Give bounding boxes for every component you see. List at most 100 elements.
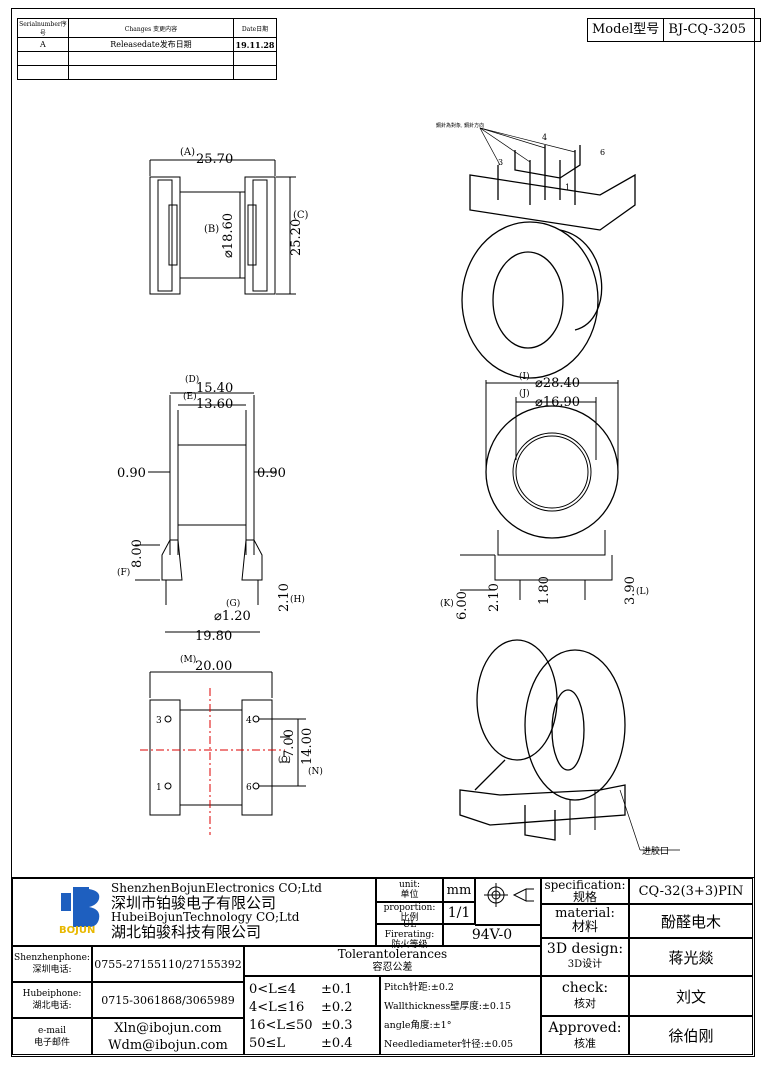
pin-label: 1 (156, 783, 162, 793)
pin-label: 6 (600, 148, 605, 157)
tol-range: 16<L≤50 (249, 1018, 313, 1033)
email-link[interactable]: Xln@ibojun.com (114, 1020, 222, 1036)
dim-value-j: ⌀16.90 (535, 395, 580, 410)
tol-note: Wallthickness壁厚度:±0.15 (384, 1001, 512, 1012)
dim-value-h: 2.10 (277, 583, 292, 612)
dim-value-a: 25.70 (196, 152, 233, 167)
tol-note: Pitch针距:±0.2 (384, 982, 454, 993)
ul-value: 94V-0 (443, 924, 541, 946)
material-value: 酚醛电木 (629, 904, 753, 938)
dim-label-i: (I) (519, 371, 530, 382)
dim-value-o: 7.00 (282, 729, 297, 758)
dim-label-o: (O) (278, 755, 291, 764)
design-label: 3D design:3D设计 (541, 938, 629, 976)
model-value: BJ-CQ-3205 (663, 19, 760, 41)
tol-value: ±0.3 (321, 1018, 353, 1033)
bojun-logo (61, 887, 100, 927)
email-link[interactable]: Wdm@ibojun.com (108, 1037, 228, 1053)
dim-label-f: (F) (117, 567, 130, 578)
title-block: BOJUN ShenzhenBojunElectronics CO;Ltd 深圳… (11, 877, 755, 1057)
contact-label-sz: Shenzhenphone:深圳电话: (12, 946, 92, 982)
gate-note: 进胶口 (642, 845, 669, 857)
dim-label-k: (K) (440, 598, 454, 609)
tol-value: ±0.1 (321, 982, 353, 997)
dim-label-h: (H) (290, 594, 305, 605)
dim-label-l: (L) (636, 586, 649, 597)
side-view (460, 380, 619, 600)
dim-label-j: (J) (519, 388, 530, 399)
dim-label-d: (D) (185, 374, 199, 385)
company-name-cn-hb: 湖北铂骏科技有限公司 (111, 923, 262, 941)
iso-note: 鋼針為對象, 鋼針方向 (436, 122, 484, 129)
proportion-label: proportion:比例 (376, 902, 443, 924)
pin-label: 3 (156, 716, 162, 726)
wall-thickness-right: 0.90 (257, 466, 286, 481)
top-view (149, 159, 296, 295)
rev-cell (233, 65, 277, 80)
ul-label: UL Firerating:防火等级 (376, 920, 443, 950)
check-label: check:核对 (541, 976, 629, 1016)
pin-label: 1 (565, 183, 570, 192)
tol-range: 50≤L (249, 1036, 286, 1051)
tol-range: 0<L≤4 (249, 982, 296, 997)
model-box: Model型号 BJ-CQ-3205 (587, 18, 762, 42)
logo-text: BOJUN (59, 925, 96, 936)
tol-note: angle角度:±1° (384, 1020, 452, 1031)
dim-value-l: 3.90 (623, 576, 638, 605)
check-value: 刘文 (629, 976, 753, 1016)
spec-value: CQ-32(3+3)PIN (629, 878, 753, 904)
iso-bottom-view (459, 639, 680, 851)
dim-value-g: ⌀1.20 (214, 609, 251, 624)
tolerance-notes: Pitch针距:±0.2 Wallthickness壁厚度:±0.15 angl… (380, 976, 541, 1055)
tol-range: 4<L≤16 (249, 1000, 305, 1015)
tolerance-ranges: 0<L≤4 ±0.1 4<L≤16 ±0.2 16<L≤50 ±0.3 50≤L ±0.… (244, 976, 380, 1055)
dim-value-width: 19.80 (195, 629, 232, 644)
third-angle-projection-icon (484, 883, 534, 907)
approved-value: 徐伯刚 (629, 1016, 753, 1055)
company-cell: BOJUN ShenzhenBojunElectronics CO;Ltd 深圳… (12, 878, 376, 946)
dim-value-e: 13.60 (196, 397, 233, 412)
dim-value-k: 6.00 (455, 591, 470, 620)
tol-note: Needlediameter针径:±0.05 (384, 1039, 514, 1050)
wall-thickness-left: 0.90 (117, 466, 146, 481)
dim-label-e: (E) (183, 391, 197, 402)
pin-label: 6 (246, 783, 252, 793)
dim-label-a: (A) (180, 147, 195, 158)
approved-label: Approved:核准 (541, 1016, 629, 1055)
dim-label-m: (M) (180, 654, 196, 665)
dim-value-c: 25.20 (289, 219, 304, 256)
contact-value-sz: 0755-27155110/27155392 (92, 946, 244, 982)
dim-value-m: 20.00 (195, 659, 232, 674)
dim-label-c: (C) (293, 210, 309, 221)
dim-value: 2.10 (487, 583, 502, 612)
pin-label: 3 (498, 158, 503, 167)
dim-value-f: 8.00 (130, 539, 145, 568)
dim-value-n: 14.00 (300, 728, 315, 765)
rev-cell (67, 65, 235, 80)
company-name-en-hb: HubeiBojunTechnology CO;Ltd (111, 910, 300, 924)
projection-symbol (475, 878, 541, 926)
contact-value-hb: 0715-3061868/3065989 (92, 982, 244, 1018)
revision-table: Serialnumber序号 Changes 变更内容 Date日期 A Rel… (17, 18, 277, 80)
tol-value: ±0.2 (321, 1000, 353, 1015)
contact-label-hb: Hubeiphone:湖北电话: (12, 982, 92, 1018)
tol-value: ±0.4 (321, 1036, 353, 1051)
unit-value: mm (443, 878, 475, 902)
dim-value: 1.80 (537, 576, 552, 605)
company-names: ShenzhenBojunElectronics CO;Ltd 深圳市铂骏电子有… (111, 882, 322, 941)
spec-label: specification:规格 (541, 878, 629, 904)
dim-value-i: ⌀28.40 (535, 376, 580, 391)
dim-value-b: ⌀18.60 (221, 213, 236, 258)
dim-label-g: (G) (226, 598, 240, 609)
proportion-value: 1/1 (443, 902, 475, 924)
pin-label: 4 (246, 716, 252, 726)
dim-value-d: 15.40 (196, 381, 233, 396)
unit-label: unit:单位 (376, 878, 443, 902)
dim-label-n: (N) (308, 766, 323, 777)
model-label: Model型号 (592, 22, 660, 37)
front-view (135, 392, 276, 633)
iso-top-view (461, 127, 636, 379)
